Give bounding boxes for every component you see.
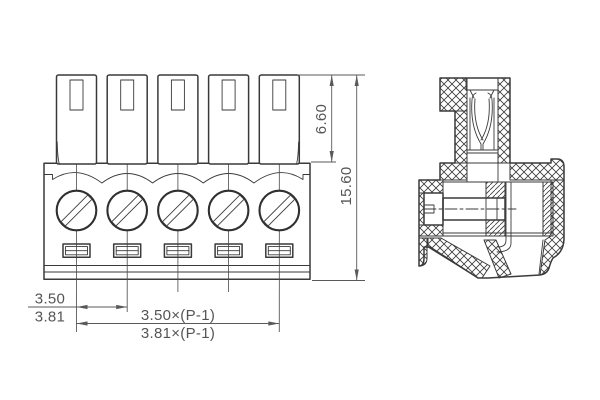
dim-upper-height-label: 6.60 xyxy=(313,104,330,134)
dim-pitch: 3.50 3.81 xyxy=(28,291,128,326)
side-chamber-lines xyxy=(442,181,552,275)
spring-arms xyxy=(471,92,493,151)
tower-chamfers xyxy=(56,141,300,165)
dim-span-large-label: 3.81×(P-1) xyxy=(141,325,215,342)
dim-pitch-small-label: 3.50 xyxy=(35,291,65,308)
front-base-lines xyxy=(43,265,311,273)
front-view xyxy=(43,73,311,294)
side-contact xyxy=(465,77,499,183)
dim-total-height: 15.60 xyxy=(338,75,359,281)
dimensions: 6.60 15.60 3.50 3.81 3.50×(P-1) 3.81×(P-… xyxy=(28,74,365,342)
side-yoke xyxy=(496,181,512,253)
side-clamp-hatch xyxy=(485,181,554,237)
dim-pitch-large-label: 3.81 xyxy=(35,309,65,326)
side-housing-hatch xyxy=(418,77,565,279)
dim-upper-height: 6.60 xyxy=(313,75,334,162)
dim-span-small-label: 3.50×(P-1) xyxy=(141,307,215,324)
side-screw xyxy=(423,192,517,226)
dim-total-height-label: 15.60 xyxy=(338,166,355,205)
dim-span: 3.50×(P-1) 3.81×(P-1) xyxy=(76,307,280,342)
side-view xyxy=(418,77,565,279)
